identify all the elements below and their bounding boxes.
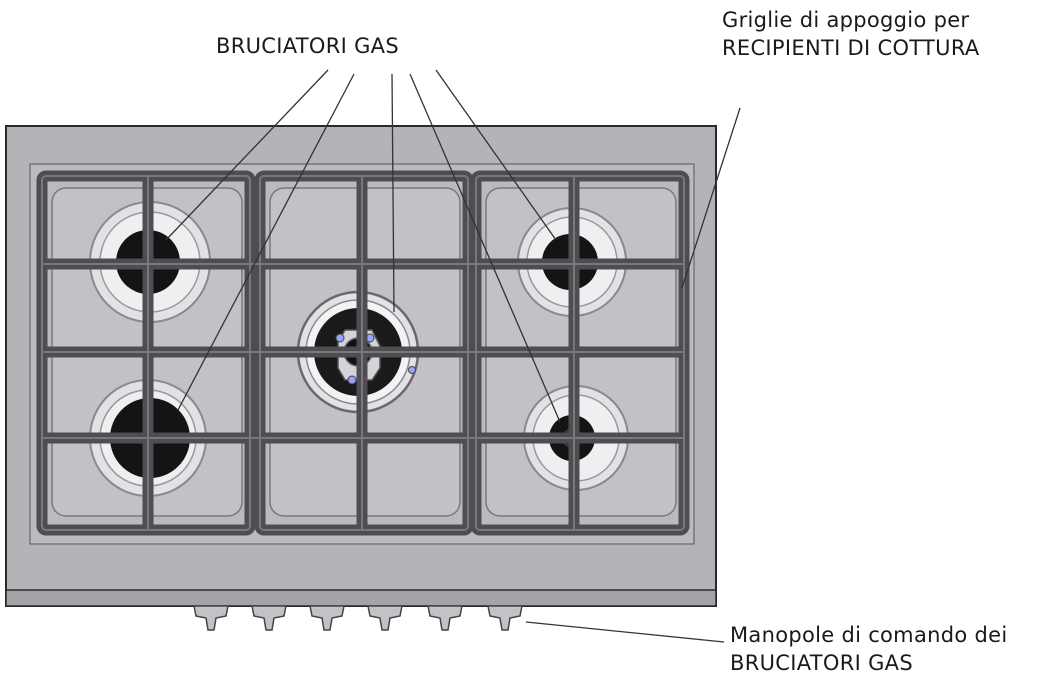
label-pan-grids-line1: Griglie di appoggio per	[722, 8, 970, 32]
pan-grates-highlight	[41, 175, 685, 531]
leader-burner-center	[391, 73, 395, 313]
knob-1	[193, 605, 229, 631]
leader-burner-rear-right	[435, 69, 557, 241]
label-gas-burners: BRUCIATORI GAS	[216, 32, 399, 60]
leader-grids	[681, 107, 741, 289]
leader-burner-rear-left	[165, 69, 329, 241]
leader-knobs	[525, 621, 725, 643]
knob-4	[367, 605, 403, 631]
control-knobs	[193, 605, 523, 631]
label-pan-grids: Griglie di appoggio per RECIPIENTI DI CO…	[722, 6, 980, 62]
label-control-knobs-line2: BRUCIATORI GAS	[730, 651, 913, 675]
leader-burner-front-right	[409, 73, 561, 423]
knob-3	[309, 605, 345, 631]
knob-2	[251, 605, 287, 631]
knob-6	[487, 605, 523, 631]
label-pan-grids-line2: RECIPIENTI DI COTTURA	[722, 36, 980, 60]
leader-burner-front-left	[177, 73, 355, 411]
leader-lines	[165, 69, 741, 643]
label-gas-burners-text: BRUCIATORI GAS	[216, 34, 399, 58]
label-control-knobs-line1: Manopole di comando dei	[730, 623, 1008, 647]
label-control-knobs: Manopole di comando dei BRUCIATORI GAS	[730, 621, 1007, 677]
knob-5	[427, 605, 463, 631]
